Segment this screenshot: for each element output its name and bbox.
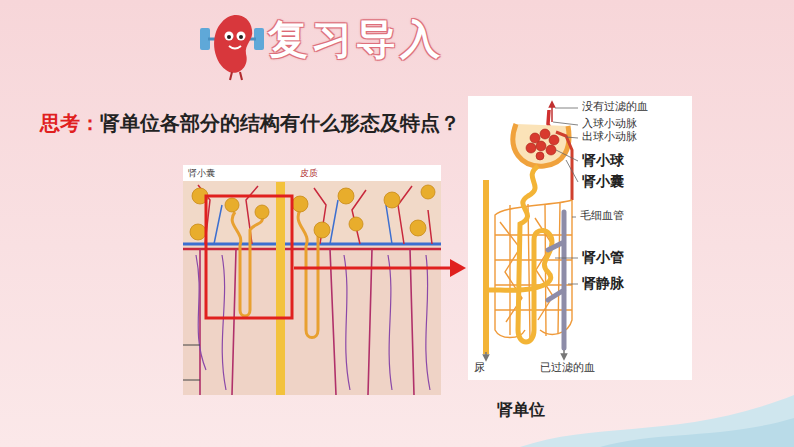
capillary-loop (536, 141, 546, 151)
corpuscle (421, 185, 435, 199)
part-label: 肾小囊 (582, 173, 624, 189)
leader-line (555, 258, 578, 259)
part-label: 肾静脉 (582, 275, 624, 291)
slide-title: 复习导入 (268, 16, 444, 62)
part-label: 没有过滤的血 (582, 101, 648, 114)
capillary-loop (540, 129, 550, 139)
collecting-duct (483, 180, 489, 354)
part-label: 皮质 (300, 168, 318, 178)
vessel (196, 255, 430, 390)
corpuscle (255, 205, 269, 219)
glomerulus (526, 129, 559, 160)
figure-caption: 肾单位 (497, 401, 545, 419)
flow-arrow (485, 352, 487, 358)
bracket-line (183, 345, 200, 380)
corpuscle (292, 196, 308, 212)
corpuscle (338, 188, 354, 204)
part-label: 肾小球 (582, 152, 624, 168)
part-label: 肾小管 (582, 249, 624, 265)
corpuscle (349, 217, 363, 231)
part-label: 出球小动脉 (582, 131, 637, 144)
corner-wave (600, 418, 794, 447)
prompt-label: 思考： (40, 112, 100, 135)
part-label: 入球小动脉 (582, 118, 637, 131)
leg (240, 72, 242, 80)
eye (237, 32, 246, 41)
artery (183, 248, 441, 251)
nephron (468, 96, 692, 380)
flow-arrow (551, 104, 553, 122)
label-strip (183, 165, 441, 181)
mouth (229, 46, 241, 49)
collecting-duct (276, 182, 285, 395)
leader-line (572, 217, 576, 218)
part-label: 尿 (474, 362, 485, 375)
kidney-body (214, 15, 252, 73)
corner-wave (520, 395, 794, 447)
kidney-section (183, 165, 441, 395)
flow-arrow (563, 350, 565, 357)
leader-line (555, 108, 578, 109)
vein (183, 243, 441, 246)
eye (225, 32, 234, 41)
kidney-mascot (200, 15, 264, 80)
corpuscle (190, 224, 206, 240)
renal-corpuscles (190, 185, 435, 240)
question-text: 肾单位各部分的结构有什么形态及特点？ (100, 112, 460, 135)
leader-line (556, 150, 578, 161)
capillary-loop (536, 152, 544, 160)
arrow-head (450, 259, 466, 277)
pointer-arrow (294, 267, 452, 270)
leg (230, 72, 232, 80)
pupil (227, 35, 231, 39)
renal-tubule (486, 166, 552, 342)
leader-line (566, 160, 578, 182)
capillary-loop (546, 145, 556, 155)
pupil (239, 35, 243, 39)
leader-line (566, 137, 578, 138)
part-label: 肾小囊 (188, 168, 215, 178)
highlight-box (206, 196, 292, 318)
capillary-loop (526, 143, 536, 153)
tubule (232, 212, 262, 316)
bowman-capsule (513, 124, 569, 166)
corpuscle (314, 222, 330, 238)
section-ground (183, 165, 441, 395)
leader-line (568, 284, 578, 285)
corpuscle (410, 220, 426, 236)
renal-vein (548, 212, 564, 348)
leader-line (553, 122, 578, 125)
corpuscle (384, 192, 400, 208)
corpuscle (225, 198, 239, 212)
medulla (183, 250, 441, 395)
part-label: 毛细血管 (580, 210, 624, 223)
part-label: 已过滤的血 (540, 362, 595, 375)
leader-lines (553, 108, 578, 284)
figure-ground (468, 96, 692, 380)
capillary-loop (549, 135, 559, 145)
